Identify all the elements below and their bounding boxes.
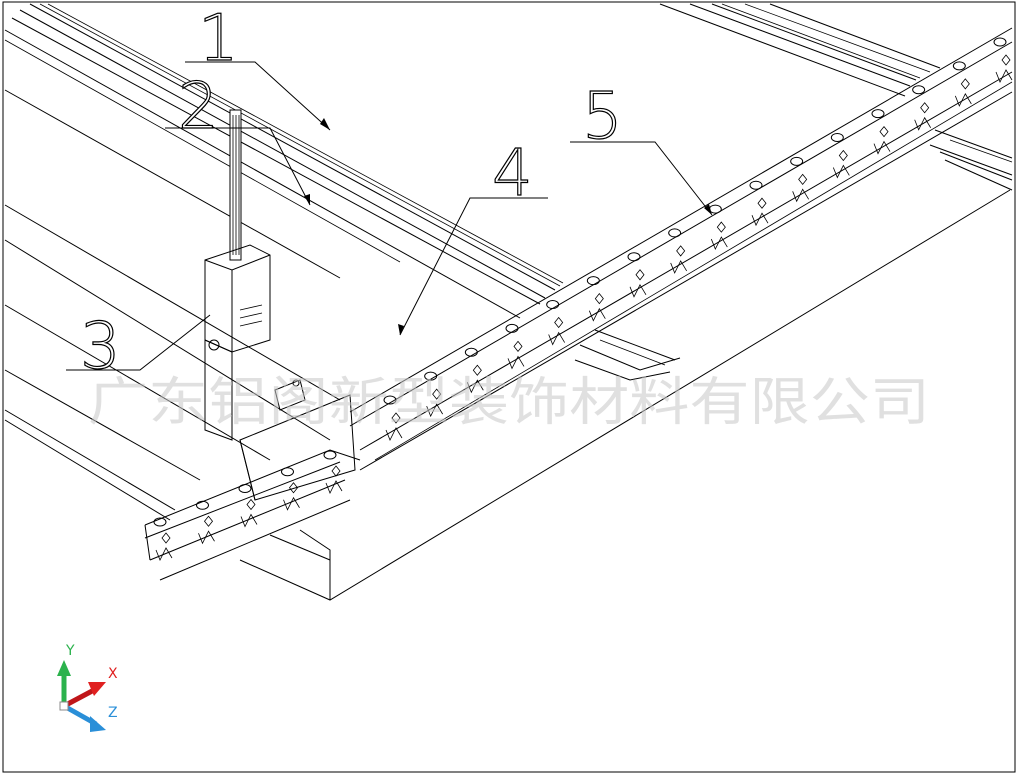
tee-slot xyxy=(716,221,726,233)
tee-slot xyxy=(594,293,604,305)
tee-slot xyxy=(246,498,256,511)
company-watermark: 广东铝阁新型装饰材料有限公司 xyxy=(88,373,930,433)
tee-tooth xyxy=(325,480,343,494)
tee-tooth xyxy=(198,530,215,545)
tee-slot xyxy=(391,412,401,424)
tee-hole xyxy=(749,180,763,190)
callout-4: 4 xyxy=(492,137,533,211)
tee-tooth xyxy=(629,283,647,298)
tee-tooth xyxy=(385,427,403,441)
tee-hole xyxy=(830,132,844,142)
tee-tooth xyxy=(426,403,444,418)
tee-hole xyxy=(627,252,641,262)
tee-hole xyxy=(912,85,926,95)
tee-slot xyxy=(1001,54,1011,66)
tee-slot xyxy=(554,316,564,329)
tee-hole xyxy=(323,450,337,460)
ucs-y-label: Y xyxy=(65,643,75,659)
tee-slot xyxy=(635,269,645,281)
tee-slot xyxy=(757,197,767,209)
threaded-hanger-rod xyxy=(229,109,242,261)
tee-hole xyxy=(993,37,1007,47)
tee-hole xyxy=(238,484,252,493)
tee-slot xyxy=(203,515,214,527)
tee-tooth xyxy=(155,547,173,561)
ucs-x-label: X xyxy=(108,666,118,682)
tee-slot xyxy=(432,388,442,400)
perforated-cross-tee xyxy=(144,449,361,581)
lower-left-channel xyxy=(4,189,1011,601)
tee-tooth xyxy=(670,260,688,274)
tee-tooth xyxy=(751,212,769,227)
mid-channel xyxy=(574,329,681,381)
tee-hole xyxy=(383,395,397,405)
tee-tooth xyxy=(283,496,300,511)
tee-slot xyxy=(161,532,171,544)
callout-2: 2 xyxy=(178,70,219,144)
callout-1: 1 xyxy=(198,2,239,76)
tee-slot xyxy=(920,102,930,114)
callout-5: 5 xyxy=(582,80,623,154)
tee-slot xyxy=(838,149,848,162)
tee-hole xyxy=(424,371,438,381)
tee-hole xyxy=(952,61,966,71)
callout-leaders xyxy=(66,61,713,371)
tee-slot xyxy=(879,125,889,138)
tee-hole xyxy=(281,467,294,477)
tee-hole xyxy=(505,323,519,333)
tee-tooth xyxy=(832,164,850,179)
tee-slot xyxy=(288,482,299,494)
tee-hole xyxy=(871,109,885,119)
tee-tooth xyxy=(588,307,606,322)
tee-hole xyxy=(153,517,167,527)
tee-tooth xyxy=(710,236,728,251)
tee-tooth xyxy=(954,93,972,107)
tee-tooth xyxy=(507,355,525,370)
tee-slot xyxy=(472,364,482,376)
tee-tooth xyxy=(873,140,891,155)
tee-slot xyxy=(798,173,808,185)
ucs-x-axis xyxy=(62,687,96,709)
tee-slot xyxy=(513,340,523,353)
tee-tooth xyxy=(466,379,484,394)
lower-right-channel xyxy=(929,129,1013,191)
upper-right-channel xyxy=(659,3,941,97)
ucs-y-arrow-icon xyxy=(57,660,71,676)
tee-slot xyxy=(960,78,970,90)
tee-tooth xyxy=(548,331,566,346)
tee-slot xyxy=(676,245,686,257)
ucs-z-arrow-icon xyxy=(90,716,106,732)
main-carrying-channel xyxy=(4,3,564,319)
callout-3: 3 xyxy=(80,310,121,384)
ucs-axis-icon[interactable]: Y X Z xyxy=(57,643,118,732)
tee-hole xyxy=(464,347,478,357)
tee-holes xyxy=(383,37,1013,441)
tee-tooth xyxy=(240,513,258,528)
leader-arrowheads xyxy=(304,118,712,335)
tee-hole xyxy=(546,300,560,310)
ucs-x-arrow-icon xyxy=(88,682,106,696)
ucs-z-label: Z xyxy=(108,705,118,721)
hanger-bracket xyxy=(204,244,271,441)
tee-hole xyxy=(196,500,209,510)
connector-clip xyxy=(239,379,356,501)
tee-tooth xyxy=(792,188,810,203)
tee-hole xyxy=(668,228,682,238)
tee-hole xyxy=(790,156,804,166)
cross-tee-holes xyxy=(153,450,343,561)
tee-tooth xyxy=(995,69,1013,83)
tee-hole xyxy=(586,276,600,286)
tee-tooth xyxy=(914,116,932,131)
